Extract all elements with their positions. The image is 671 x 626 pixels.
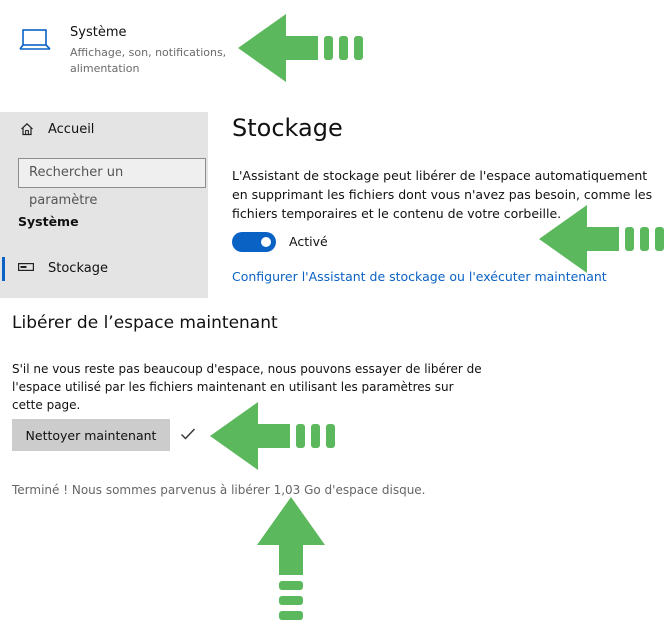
sidebar [0,112,208,298]
home-icon [21,122,33,136]
annotation-arrow-left-icon [238,14,363,82]
cleanup-result-text: Terminé ! Nous sommes parvenus à libérer… [12,483,426,497]
annotation-arrow-left-icon [210,402,335,470]
clean-now-button[interactable]: Nettoyer maintenant [12,419,170,451]
toggle-knob [261,237,271,247]
sidebar-item-home-label: Accueil [48,121,95,137]
sidebar-item-home[interactable]: Accueil [20,120,94,138]
storage-icon [18,263,34,271]
configure-storage-sense-link[interactable]: Configurer l'Assistant de stockage ou l'… [232,269,607,284]
annotation-arrow-up-icon [257,497,325,620]
storage-sense-toggle[interactable] [232,232,276,252]
system-tile-title[interactable]: Système [70,25,127,40]
checkmark-icon [181,428,196,440]
annotation-arrow-left-icon [539,205,664,273]
active-indicator [2,257,5,281]
toggle-state-label: Activé [289,234,328,249]
page-title: Stockage [232,114,343,142]
laptop-icon [19,29,51,50]
free-space-description: S'il ne vous reste pas beaucoup d'espace… [12,362,482,412]
storage-sense-description: L'Assistant de stockage peut libérer de … [232,168,653,221]
free-space-heading: Libérer de l’espace maintenant [12,313,278,333]
system-tile-subtitle: Affichage, son, notifications, alimentat… [70,46,227,75]
sidebar-section-label: Système [18,214,79,229]
search-input[interactable]: Rechercher un paramètre [18,158,206,208]
sidebar-item-storage-label: Stockage [48,261,108,276]
